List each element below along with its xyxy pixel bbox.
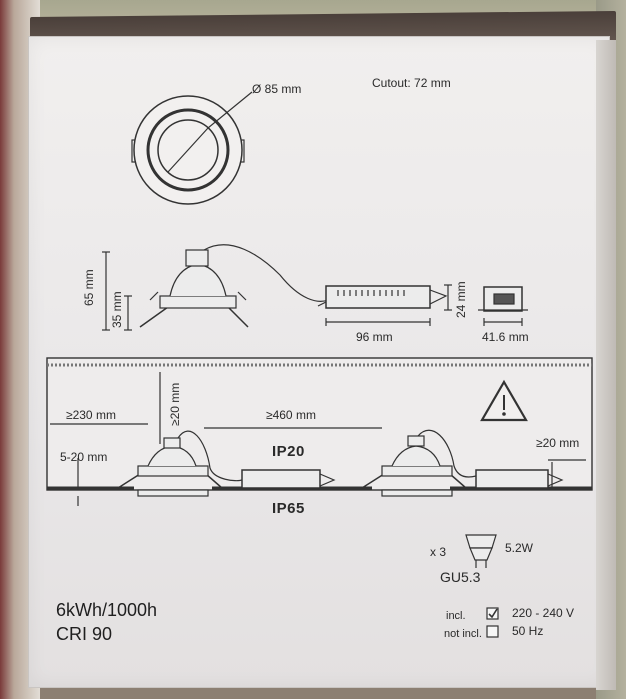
ip65-rating: IP65: [272, 500, 305, 517]
spacing-label: ≥460 mm: [266, 408, 316, 422]
included-label: incl.: [446, 610, 466, 622]
gu53-bulb-icon: [465, 534, 497, 568]
diameter-leader-line: [207, 91, 253, 129]
box-side-panel: [596, 40, 616, 690]
driver-end-label: 41.6 mm: [482, 330, 529, 344]
cable: [203, 244, 329, 302]
not-included-checkbox: [486, 625, 499, 638]
installed-lamp-left-icon: [117, 430, 243, 497]
height-inset-label: 35 mm: [110, 291, 124, 328]
installed-driver-right-icon: [475, 469, 564, 489]
voltage-label: 220 - 240 V: [512, 606, 575, 620]
ceiling-thickness-label: 5-20 mm: [60, 450, 108, 464]
top-clearance-label: ≥20 mm: [168, 382, 182, 426]
ip20-rating: IP20: [272, 443, 305, 460]
side-clearance-label: ≥230 mm: [66, 408, 116, 422]
height-total-label: 65 mm: [82, 269, 96, 306]
bulb-socket: GU5.3: [440, 569, 481, 585]
cutout-label: Cutout: 72 mm: [372, 76, 451, 90]
not-included-label: not incl.: [444, 628, 482, 640]
energy-consumption: 6kWh/1000h: [56, 600, 158, 620]
check-icon: [488, 608, 498, 619]
diameter-label: Ø 85 mm: [252, 82, 302, 96]
bulb-quantity: x 3: [430, 545, 447, 559]
lamp-side-view-icon: [139, 249, 249, 328]
cri-value: CRI 90: [56, 624, 113, 644]
bulb-power: 5.2W: [505, 541, 534, 555]
edge-clearance-label: ≥20 mm: [536, 436, 580, 450]
warning-icon: [480, 379, 528, 422]
driver-length-label: 96 mm: [356, 330, 393, 344]
driver-end-view-icon: [478, 286, 528, 312]
frequency-label: 50 Hz: [512, 624, 544, 638]
included-checkbox: [486, 607, 499, 620]
installed-lamp-right-icon: [361, 429, 477, 497]
driver-side-view-icon: [317, 285, 448, 309]
driver-height-label: 24 mm: [454, 281, 468, 318]
installed-driver-left-icon: [241, 469, 336, 489]
